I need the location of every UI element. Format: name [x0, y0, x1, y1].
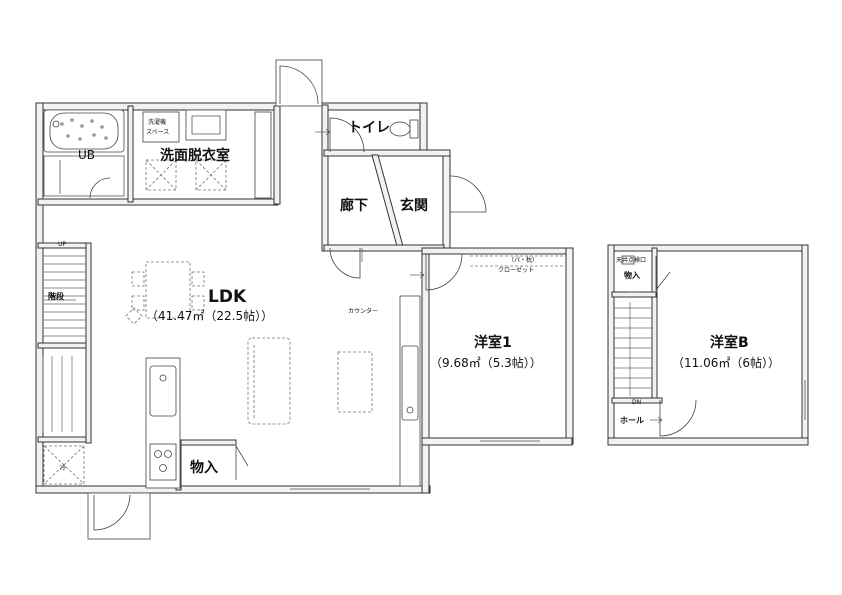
closet-label-2: クローゼット: [498, 266, 534, 274]
bath-floor: [43, 155, 125, 197]
entrance-label: 玄関: [400, 197, 428, 214]
dn-label: DN: [632, 399, 641, 406]
ceiling-hatch-box: [621, 255, 635, 265]
kitchen-stove: [149, 443, 177, 481]
roomB-stairs: [614, 302, 652, 396]
ldk-area: （41.47㎡（22.5帖））: [146, 308, 273, 323]
kitchen-sink: [149, 365, 177, 417]
roomB-label: 洋室B: [710, 334, 749, 351]
washer-space: [142, 111, 180, 191]
arrows: [315, 128, 663, 424]
ceiling-hatch-label: 天井点検口: [616, 256, 646, 264]
fridge-space: [43, 445, 85, 485]
washer-label-2: スペース: [146, 129, 169, 136]
doors: [87, 59, 806, 540]
washer-label-1: 洗濯機: [148, 118, 166, 126]
roomB-area: （11.06㎡（6帖））: [672, 355, 780, 370]
ub-label: UB: [78, 148, 95, 162]
dining-table: [125, 261, 205, 325]
room1-label: 洋室1: [474, 334, 512, 351]
up-label: UP: [58, 241, 66, 248]
closet: [470, 255, 566, 267]
tv-unit: [337, 351, 373, 413]
toilet-fixture: [389, 119, 419, 139]
main-stairs: [42, 255, 86, 432]
washbasin: [185, 109, 227, 191]
counter-tap: [406, 406, 414, 414]
bathtub: [43, 109, 125, 153]
storage-ldk-label: 物入: [190, 459, 218, 476]
room1-walls: [421, 247, 574, 446]
hallway-label: 廊下: [340, 197, 368, 214]
sofa: [247, 337, 291, 425]
closet-label-1: （パ・枕）: [508, 256, 538, 264]
stairs-label: 階段: [48, 291, 64, 301]
wash-storage: [254, 111, 272, 199]
counter-label: カウンター: [348, 307, 378, 315]
exterior-walls: [35, 102, 451, 494]
counter-sink: [401, 345, 419, 421]
ldk-name: LDK: [208, 287, 247, 307]
washroom-label: 洗面脱衣室: [160, 147, 230, 164]
room1-area: （9.68㎡（5.3帖））: [430, 355, 542, 370]
hall-label: ホール: [620, 416, 644, 425]
toilet-label: トイレ: [348, 120, 390, 136]
roomB-walls: [607, 244, 809, 446]
storage-b-label: 物入: [624, 270, 640, 280]
fridge-label: 冷: [60, 464, 66, 472]
